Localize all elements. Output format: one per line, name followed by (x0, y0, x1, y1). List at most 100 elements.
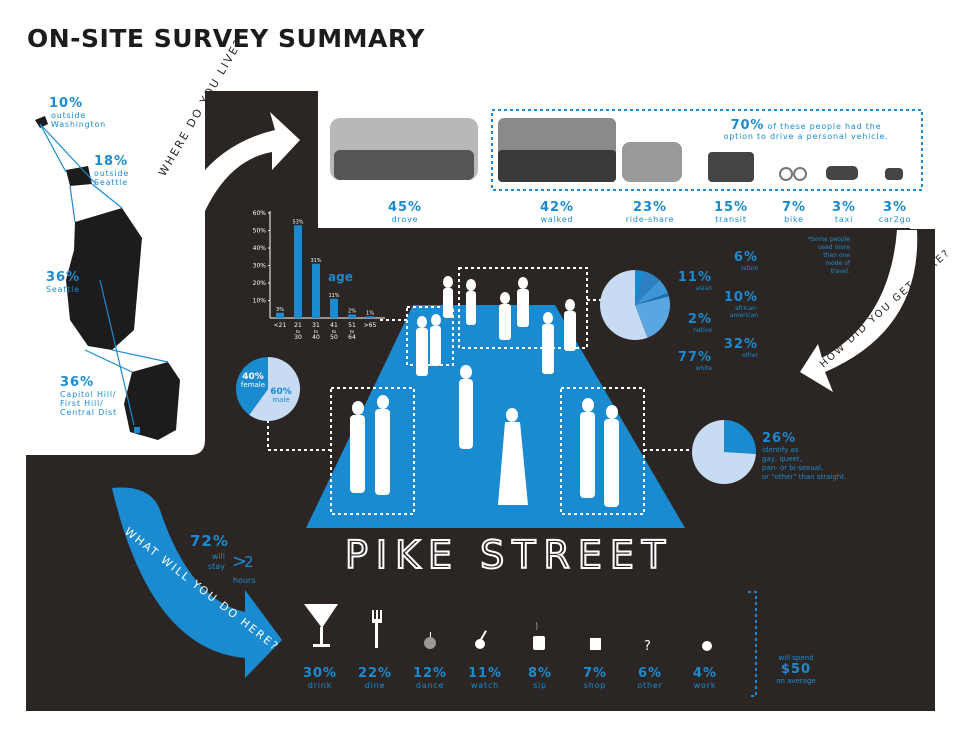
age-bar (294, 225, 302, 318)
activity-dine: 22% dine (353, 666, 397, 690)
age-bar-label: 11% (328, 293, 339, 299)
stat-label: Washington (51, 120, 107, 129)
activity-label: sip (533, 681, 547, 690)
stay-num: 2 (244, 553, 254, 571)
age-ytick: 50% (253, 228, 267, 235)
eth-pct: 10% (723, 290, 758, 305)
age-xtick: 40 (312, 334, 320, 341)
ethnicity-slice (635, 296, 670, 338)
figure-frame-2 (458, 267, 588, 349)
eth-pct: 77% (677, 350, 712, 365)
activity-drink: 30% drink (298, 666, 342, 690)
queer-slice (724, 420, 756, 455)
eth-label: latino (741, 265, 758, 272)
activity-shop: 7% shop (573, 666, 617, 690)
stat-label: Capitol Hill/ (60, 390, 117, 399)
eth-label: african- (735, 305, 758, 312)
activity-pct: 12% (412, 666, 448, 681)
option-note-pct: 70% (730, 118, 765, 133)
car2go-icon (885, 168, 903, 180)
stat-pct: 10% (49, 96, 84, 111)
stat-label: Seattle (46, 285, 80, 294)
age-xtick: 50 (330, 334, 338, 341)
ethnicity-slice (635, 270, 645, 305)
shopping-bag-icon (590, 638, 601, 650)
gender-pie (236, 357, 300, 421)
activity-watch: 11% watch (463, 666, 507, 690)
option-note-line1: of these people had the (767, 122, 882, 131)
disco-ball-icon (424, 632, 436, 649)
mode-rideshare: 23% ride-share (620, 200, 680, 224)
orient-line: identify as (762, 446, 799, 454)
mode-taxi: 3% taxi (824, 200, 864, 224)
mode-pct: 15% (713, 200, 749, 215)
note-line: used more (818, 244, 850, 251)
stat-label: Central Dist (60, 408, 117, 417)
eth-label: native (693, 327, 712, 334)
female-slice (236, 357, 268, 415)
stay-will: will (211, 552, 225, 561)
age-bar (330, 298, 338, 318)
ethnicity-slice (635, 271, 660, 305)
note-line: travel. (830, 268, 850, 275)
ethnicity-slice (600, 270, 648, 340)
coffee-icon (533, 621, 545, 650)
ethnicity-african-american: 10% african- american (718, 290, 758, 319)
connector-gender (267, 420, 331, 451)
where-arrow (165, 112, 300, 252)
eth-label: asian (696, 285, 712, 292)
eth-pct: 2% (687, 312, 712, 327)
what-arrow (112, 487, 282, 678)
note-line: *Some people (807, 236, 850, 243)
age-bar (366, 316, 374, 318)
eth-label: other (742, 352, 758, 359)
age-xtick: 51 (348, 322, 356, 329)
eth-pct: 11% (677, 270, 712, 285)
stat-label: Seattle (94, 178, 128, 187)
eth-label: american (729, 312, 758, 319)
activity-other: 6% other (628, 666, 672, 690)
stay-word: stay (208, 562, 225, 571)
age-bar-label: 53% (292, 219, 303, 225)
stay-detail: will stay (208, 552, 225, 572)
orient-line: or "other" than straight. (762, 473, 847, 481)
activity-label: work (693, 681, 717, 690)
stay-unit: hours (233, 576, 256, 585)
gender-female: 40% female (238, 373, 268, 390)
activity-pct: 7% (582, 666, 608, 681)
mode-pct: 3% (882, 200, 908, 215)
orient-line: gay, queer, (762, 455, 802, 463)
spend-line2: on average (776, 677, 816, 685)
option-note: 70% of these people had the option to dr… (706, 118, 906, 142)
age-bar (348, 314, 356, 318)
ethnicity-latino: 6% latino (718, 250, 758, 272)
age-chart: 60%50%40%30%20%10%3%<2153%21to3031%31to4… (253, 210, 385, 341)
straight-slice (692, 420, 756, 484)
activity-label: dine (364, 681, 386, 690)
mode-label: bike (784, 215, 804, 224)
mode-drove: 45% drove (380, 200, 430, 224)
ethnicity-white: 77% white (672, 350, 712, 372)
mode-pct: 23% (632, 200, 668, 215)
mode-pct: 45% (387, 200, 423, 215)
spend-amount: $50 (780, 662, 812, 677)
orientation-stat: 26% identify as gay, queer, pan- or bi-s… (762, 431, 846, 482)
activity-label: drink (307, 681, 333, 690)
age-bar-label: 2% (348, 309, 356, 315)
age-bar-label: 1% (366, 310, 374, 316)
activity-pct: 8% (527, 666, 553, 681)
martini-icon (304, 604, 338, 647)
stay-stat: 72% (190, 532, 229, 550)
question-icon: ? (644, 639, 651, 654)
eth-label: white (695, 365, 712, 372)
activity-pct: 30% (302, 666, 338, 681)
gear-icon (702, 641, 712, 651)
activity-label: other (637, 681, 663, 690)
svg-text:?: ? (644, 639, 651, 654)
activity-label: watch (470, 681, 500, 690)
mode-pct: 42% (539, 200, 575, 215)
age-xtick: 31 (312, 322, 320, 329)
activity-label: shop (583, 681, 607, 690)
stay-pct: 72% (190, 532, 229, 550)
